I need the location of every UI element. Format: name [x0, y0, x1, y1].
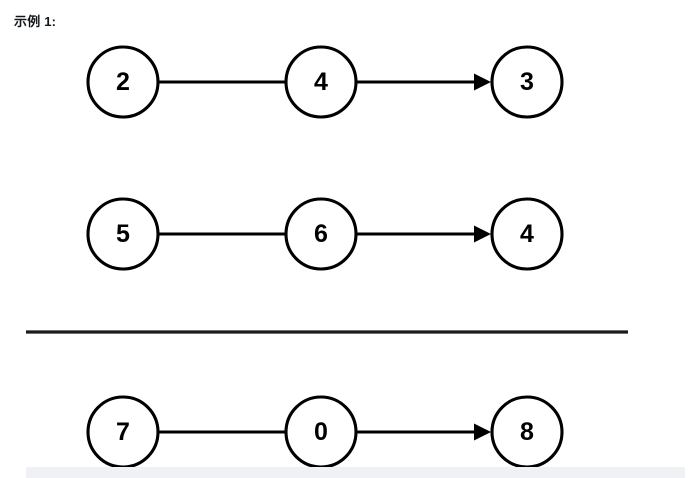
- list-row-input-list-2: 5 6 4: [86, 197, 564, 271]
- edge-arrow: [159, 225, 303, 243]
- node-value: 4: [520, 220, 534, 248]
- arrowhead-icon: [474, 73, 491, 91]
- node-circle: [490, 197, 564, 271]
- edge-arrow: [159, 73, 303, 91]
- node-circle: [490, 45, 564, 119]
- list-node: 8: [490, 395, 564, 469]
- node-circle: [284, 197, 358, 271]
- list-node: 4: [284, 45, 358, 119]
- list-node: 6: [284, 197, 358, 271]
- list-node: 5: [86, 197, 160, 271]
- node-value: 0: [314, 418, 328, 446]
- page-title: 示例 1:: [14, 14, 57, 29]
- edge-arrow: [357, 225, 491, 243]
- list-node: 2: [86, 45, 160, 119]
- node-value: 8: [520, 418, 534, 446]
- node-value: 4: [314, 68, 328, 96]
- node-value: 5: [116, 220, 130, 248]
- arrowhead-icon: [474, 225, 491, 243]
- node-value: 2: [116, 68, 130, 96]
- node-value: 3: [520, 68, 534, 96]
- node-circle: [86, 197, 160, 271]
- node-value: 7: [116, 418, 130, 446]
- list-node: 7: [86, 395, 160, 469]
- edge-arrow: [357, 73, 491, 91]
- node-circle: [284, 45, 358, 119]
- list-row-output-list: 7 0 8: [86, 395, 564, 469]
- arrowhead-icon: [474, 423, 491, 441]
- edge-arrow: [159, 423, 303, 441]
- edge-arrow: [357, 423, 491, 441]
- node-circle: [86, 45, 160, 119]
- list-node: 3: [490, 45, 564, 119]
- list-node: 0: [284, 395, 358, 469]
- list-row-input-list-1: 2 4 3: [86, 45, 564, 119]
- list-node: 4: [490, 197, 564, 271]
- node-value: 6: [314, 220, 328, 248]
- footer-band: [26, 467, 685, 478]
